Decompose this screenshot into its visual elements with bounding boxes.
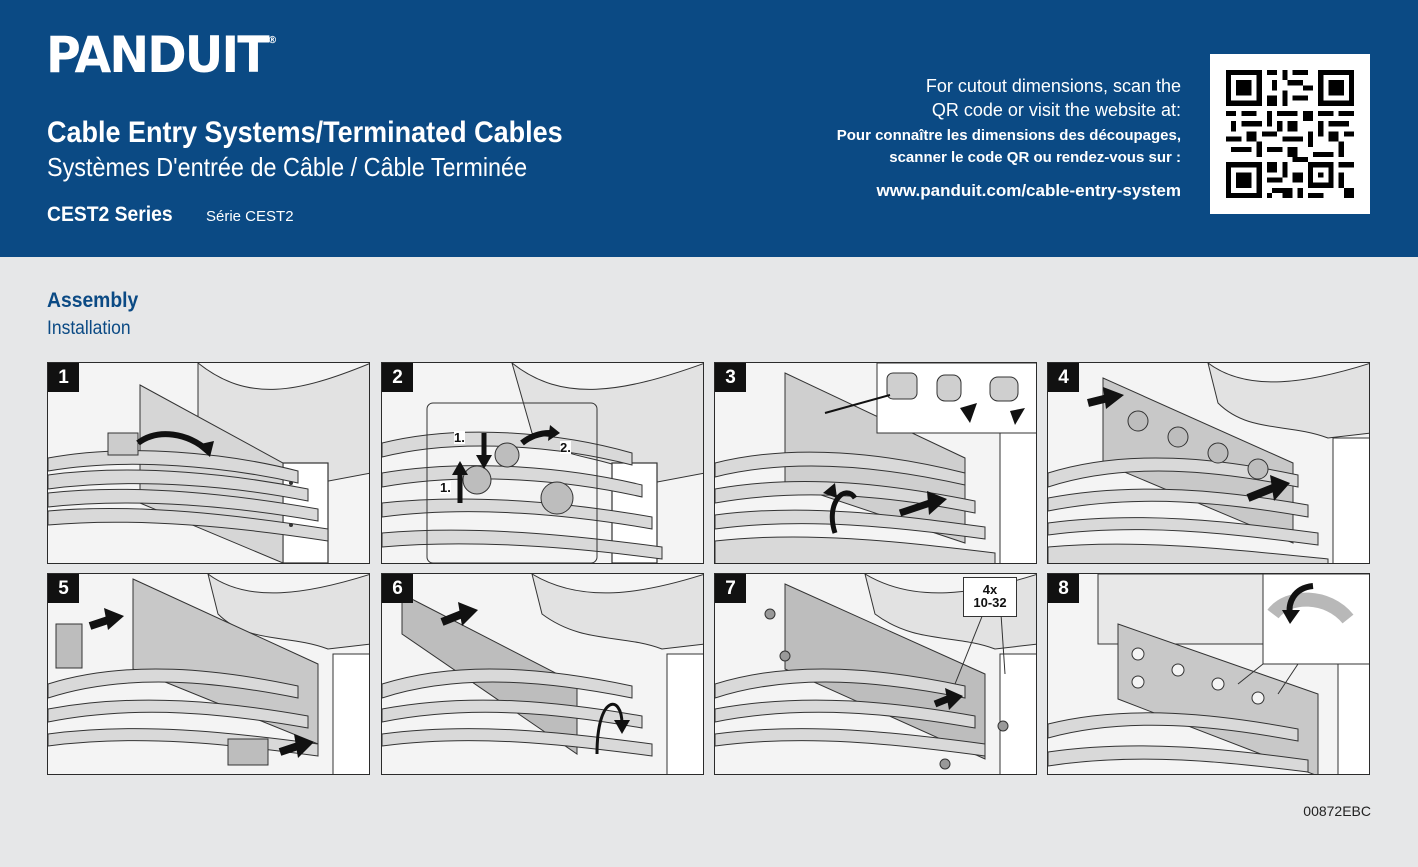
step-1-panel: 1 [47,362,370,564]
qr-code-icon [1226,70,1354,198]
step-2-label-2: 2. [560,440,571,455]
document-code: 00872EBC [1303,803,1371,819]
step-3-illustration [715,363,1036,563]
page-title-french: Systèmes D'entrée de Câble / Câble Termi… [47,152,528,182]
page-title: Cable Entry Systems/Terminated Cables [47,116,563,149]
step-5-number: 5 [48,574,79,603]
step-4-panel: 4 [1047,362,1370,564]
cutout-line-fr-2: scanner le code QR ou rendez-vous sur : [889,149,1181,166]
step-6-panel: 6 [381,573,704,775]
step-3-panel: 3 [714,362,1037,564]
cutout-line-1: For cutout dimensions, scan the [925,76,1181,96]
step-4-number: 4 [1048,363,1079,392]
cutout-line-2: QR code or visit the website at: [931,100,1181,120]
screw-callout: 4x 10-32 [963,577,1017,617]
cutout-line-fr-1: Pour connaître les dimensions des découp… [836,127,1181,144]
step-2-label-1b: 1. [454,430,465,445]
step-8-panel: 8 [1047,573,1370,775]
series-label: CEST2 Series [47,203,173,226]
step-5-illustration [48,574,369,774]
step-3-number: 3 [715,363,746,392]
step-6-number: 6 [382,574,413,603]
step-2-illustration [382,363,703,563]
section-title-french: Installation [47,318,131,339]
website-url[interactable]: www.panduit.com/cable-entry-system [876,181,1182,200]
panduit-logo: PANDUIT® [46,26,278,84]
header-banner: PANDUIT® Cable Entry Systems/Terminated … [0,0,1418,257]
qr-code[interactable] [1210,54,1370,214]
step-7-panel: 4x 10-32 7 [714,573,1037,775]
cutout-info: For cutout dimensions, scan the QR code … [837,74,1181,201]
step-5-panel: 5 [47,573,370,775]
screw-size: 10-32 [973,595,1007,610]
step-8-number: 8 [1048,574,1079,603]
step-2-number: 2 [382,363,413,392]
screw-quantity: 4x [982,582,998,597]
step-2-label-1a: 1. [440,480,451,495]
step-2-panel: 1. 1. 2. 2 [381,362,704,564]
step-6-illustration [382,574,703,774]
step-1-number: 1 [48,363,79,392]
step-7-number: 7 [715,574,746,603]
step-4-illustration [1048,363,1369,563]
section-title: Assembly [47,289,139,312]
series-label-french: Série CEST2 [206,208,294,225]
step-1-illustration [48,363,369,563]
step-8-illustration [1048,574,1369,774]
